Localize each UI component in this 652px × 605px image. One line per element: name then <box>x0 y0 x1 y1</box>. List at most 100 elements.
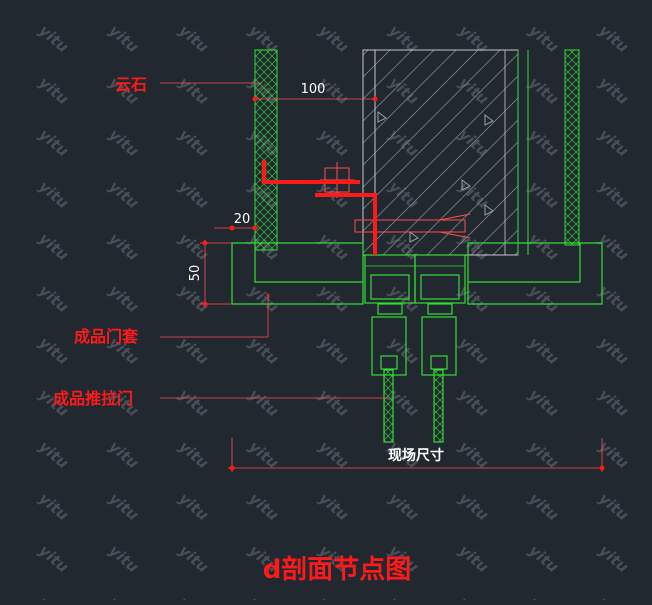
watermark-text: yitu <box>525 333 562 368</box>
sliding-door-panels <box>371 316 457 443</box>
watermark-text: yitu <box>525 281 562 316</box>
watermark-text: yitu <box>525 541 562 576</box>
door-frame-label: 成品门套 <box>74 327 139 346</box>
watermark-text: yitu <box>175 229 212 264</box>
sliding-door-label: 成品推拉门 <box>53 389 133 408</box>
watermark-text: yitu <box>595 385 632 420</box>
watermark-text: yitu <box>315 281 352 316</box>
watermark-text: yitu <box>525 593 562 600</box>
watermark-text: yitu <box>35 489 72 524</box>
watermark-text: yitu <box>35 333 72 368</box>
watermark-text: yitu <box>385 489 422 524</box>
watermark-text: yitu <box>175 489 212 524</box>
watermark-text: yitu <box>385 593 422 600</box>
watermark-text: yitu <box>35 541 72 576</box>
watermark-text: yitu <box>105 281 142 316</box>
watermark-text: yitu <box>455 437 492 472</box>
watermark-text: yitu <box>175 541 212 576</box>
door-frame <box>231 242 603 305</box>
watermark-text: yitu <box>245 333 282 368</box>
watermark-text: yitu <box>175 125 212 160</box>
watermark-text: yitu <box>315 125 352 160</box>
watermark-text: yitu <box>315 333 352 368</box>
watermark-text: yitu <box>35 281 72 316</box>
watermark-text: yitu <box>105 593 142 600</box>
watermark-text: yitu <box>595 125 632 160</box>
watermark-text: yitu <box>105 437 142 472</box>
watermark-text: yitu <box>525 489 562 524</box>
watermark-text: yitu <box>175 21 212 56</box>
watermark-text: yitu <box>175 333 212 368</box>
dimension-20-text: 20 <box>234 212 251 227</box>
watermark-text: yitu <box>35 125 72 160</box>
door-track <box>364 254 466 315</box>
watermark-text: yitu <box>35 177 72 212</box>
drawing-title: d剖面节点图 <box>263 554 412 585</box>
watermark-text: yitu <box>35 73 72 108</box>
watermark-text: yitu <box>175 281 212 316</box>
leader-lines <box>160 82 389 399</box>
watermark-text: yitu <box>315 593 352 600</box>
watermark-text: yitu <box>245 489 282 524</box>
watermark-text: yitu <box>595 593 632 600</box>
stone-cladding-left <box>254 49 278 251</box>
watermark-text: yitu <box>455 281 492 316</box>
watermark-text: yitu <box>525 21 562 56</box>
dimension-100 <box>252 96 378 102</box>
watermark-text: yitu <box>595 177 632 212</box>
watermark-text: yitu <box>595 541 632 576</box>
watermark-layer: yitu yitu yitu yitu yitu yitu yitu yitu yitu yitu… <box>35 21 632 605</box>
watermark-text: yitu <box>525 437 562 472</box>
watermark-text: yitu <box>455 333 492 368</box>
watermark-text: yitu <box>105 125 142 160</box>
site-dimension-label: 现场尺寸 <box>388 447 444 464</box>
watermark-text: yitu <box>315 437 352 472</box>
watermark-text: yitu <box>105 229 142 264</box>
dimension-site <box>228 438 605 472</box>
watermark-text: yitu <box>595 73 632 108</box>
watermark-text: yitu <box>525 73 562 108</box>
watermark-text: yitu <box>385 333 422 368</box>
stone-cladding-right <box>517 49 580 255</box>
steel-bracket <box>262 160 377 255</box>
watermark-text: yitu <box>175 593 212 600</box>
watermark-text: yitu <box>105 21 142 56</box>
dimension-50-text: 50 <box>188 265 203 282</box>
watermark-text: yitu <box>175 385 212 420</box>
dimension-50 <box>200 240 232 307</box>
watermark-text: yitu <box>315 229 352 264</box>
watermark-text: yitu <box>245 437 282 472</box>
watermark-text: yitu <box>35 229 72 264</box>
watermark-text: yitu <box>35 593 72 600</box>
watermark-text: yitu <box>175 437 212 472</box>
watermark-text: yitu <box>595 489 632 524</box>
watermark-text: yitu <box>525 125 562 160</box>
watermark-text: yitu <box>455 489 492 524</box>
cloud-stone-label: 云石 <box>115 75 147 94</box>
watermark-text: yitu <box>455 593 492 600</box>
watermark-text: yitu <box>525 385 562 420</box>
watermark-text: yitu <box>315 21 352 56</box>
watermark-text: yitu <box>595 21 632 56</box>
watermark-text: yitu <box>35 437 72 472</box>
watermark-text: yitu <box>455 541 492 576</box>
watermark-text: yitu <box>35 21 72 56</box>
watermark-text: yitu <box>105 177 142 212</box>
watermark-text: yitu <box>315 385 352 420</box>
watermark-text: yitu <box>105 489 142 524</box>
watermark-text: yitu <box>245 593 282 600</box>
watermark-text: yitu <box>525 229 562 264</box>
watermark-text: yitu <box>315 489 352 524</box>
watermark-text: yitu <box>245 385 282 420</box>
watermark-text: yitu <box>105 541 142 576</box>
dimension-20 <box>214 225 258 231</box>
watermark-text: yitu <box>245 281 282 316</box>
dimension-100-text: 100 <box>301 82 326 97</box>
watermark-text: yitu <box>595 333 632 368</box>
watermark-text: yitu <box>175 73 212 108</box>
watermark-text: yitu <box>455 385 492 420</box>
frame-leader-dot <box>266 293 270 297</box>
watermark-text: yitu <box>595 281 632 316</box>
